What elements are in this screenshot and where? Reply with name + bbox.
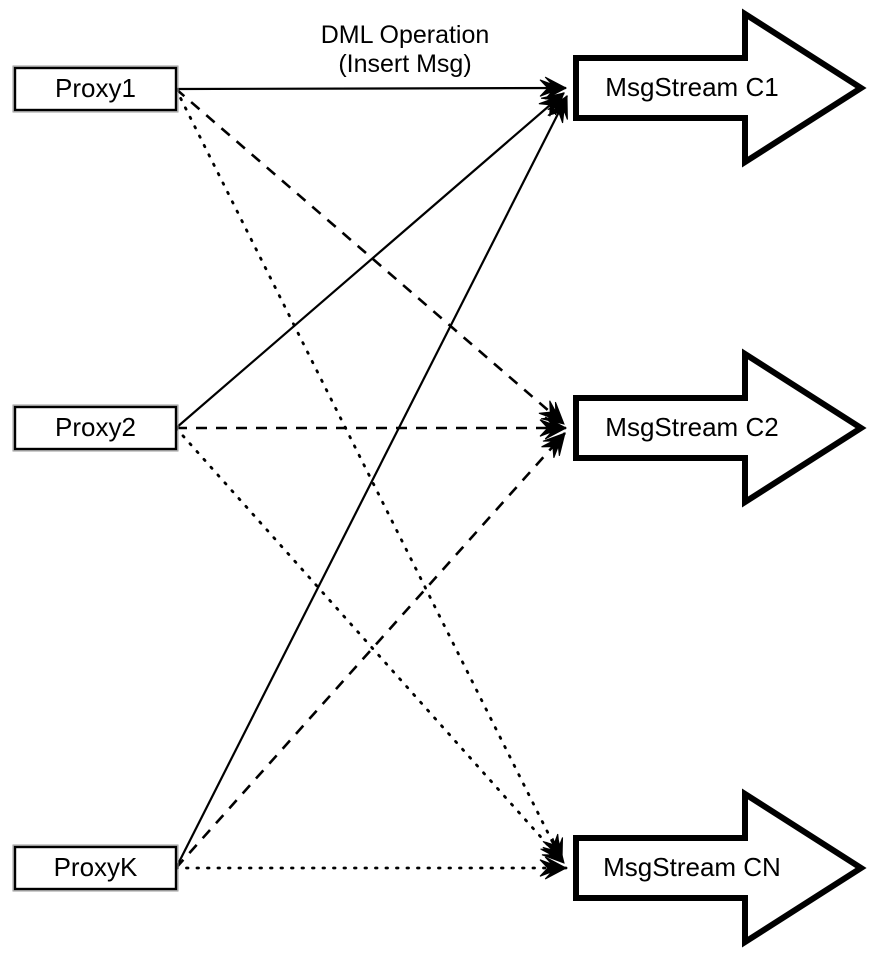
proxy-label: ProxyK xyxy=(54,852,138,882)
proxy-box xyxy=(13,66,178,112)
proxy-box xyxy=(13,845,178,891)
connection-line xyxy=(175,432,566,869)
arrowhead-icon xyxy=(547,95,568,124)
msgstream-node-stream_c1[interactable]: MsgStream C1 xyxy=(573,8,867,168)
proxy-label: Proxy1 xyxy=(55,73,136,103)
connection-line xyxy=(175,92,565,429)
arrowhead-icon xyxy=(541,432,566,459)
msgstream-label: MsgStream C1 xyxy=(605,72,778,102)
block-arrow-shape xyxy=(573,8,867,168)
connection-line xyxy=(174,426,566,865)
block-arrow-shape xyxy=(573,788,867,948)
connection-proxyK-to-stream_cn[interactable] xyxy=(174,856,568,880)
edge-label-line1: DML Operation xyxy=(321,21,490,49)
proxy-node-proxy1[interactable]: Proxy1 xyxy=(12,65,179,113)
arrowhead-icon xyxy=(538,400,565,425)
connection-proxyK-to-stream_c2[interactable] xyxy=(175,432,566,869)
connection-proxy1-to-stream_c1[interactable] xyxy=(175,76,568,100)
msgstream-node-stream_c2[interactable]: MsgStream C2 xyxy=(573,348,867,508)
proxy-node-proxyk[interactable]: ProxyK xyxy=(12,844,179,892)
proxy-box-outline xyxy=(12,844,179,892)
streams-layer: MsgStream C1 MsgStream C2 MsgStream CN xyxy=(573,8,867,948)
msgstream-label: MsgStream CN xyxy=(603,852,781,882)
proxy-box-outline xyxy=(12,404,179,452)
connection-proxy1-to-stream_c2[interactable] xyxy=(175,88,565,425)
proxy-label: Proxy2 xyxy=(55,412,136,442)
connection-proxy2-to-stream_c2[interactable] xyxy=(176,416,568,440)
edge-label-group: DML Operation(Insert Msg) xyxy=(321,21,490,78)
block-arrow-shape xyxy=(573,348,867,508)
connection-line xyxy=(175,86,567,91)
proxy-box-outline xyxy=(12,65,179,113)
connection-proxy2-to-stream_cn[interactable] xyxy=(174,426,566,865)
arrowhead-icon xyxy=(539,856,568,880)
connections-layer xyxy=(174,76,568,880)
edge-labels-layer: DML Operation(Insert Msg) xyxy=(321,21,490,78)
connection-line xyxy=(175,88,565,425)
arrowhead-icon xyxy=(540,837,565,864)
msgstream-node-stream_cn[interactable]: MsgStream CN xyxy=(573,788,867,948)
edge-label-line2: (Insert Msg) xyxy=(338,50,471,78)
msgstream-label: MsgStream C2 xyxy=(605,412,778,442)
connection-proxy1-to-stream_cn[interactable] xyxy=(174,87,564,863)
arrowhead-icon xyxy=(539,416,568,440)
connection-proxyK-to-stream_c1[interactable] xyxy=(175,95,568,869)
proxy-box xyxy=(13,405,178,451)
connection-proxy2-to-stream_c1[interactable] xyxy=(175,92,565,429)
proxy-node-proxy2[interactable]: Proxy2 xyxy=(12,404,179,452)
connection-line xyxy=(175,95,568,869)
connection-line xyxy=(174,87,564,863)
